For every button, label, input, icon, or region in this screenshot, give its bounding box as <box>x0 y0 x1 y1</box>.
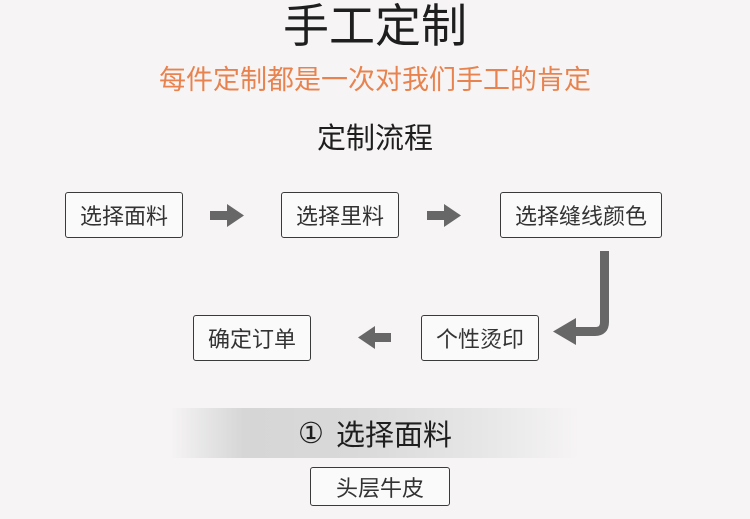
page-subtitle: 每件定制都是一次对我们手工的肯定 <box>159 65 591 96</box>
arrow-right-icon <box>427 204 461 227</box>
arrow-right-icon <box>210 204 244 227</box>
step-name: 选择面料 <box>335 418 452 452</box>
arrow-left-icon <box>358 326 391 349</box>
section-title: 定制流程 <box>316 121 433 155</box>
step-box-custom-embossing: 个性烫印 <box>421 315 539 361</box>
step-box-select-fabric: 选择面料 <box>65 192 183 238</box>
page-title: 手工定制 <box>283 0 467 53</box>
step-box-select-lining: 选择里料 <box>281 192 399 238</box>
step-label: 选择面料 <box>79 205 168 230</box>
step-box-select-thread-color: 选择缝线颜色 <box>500 192 662 238</box>
step-label: 确定订单 <box>207 328 296 353</box>
option-box-material: 头层牛皮 <box>310 467 450 506</box>
step-label: 选择缝线颜色 <box>514 205 647 230</box>
step-label: 个性烫印 <box>435 328 524 353</box>
option-label: 头层牛皮 <box>335 476 424 502</box>
step-box-confirm-order: 确定订单 <box>193 315 311 361</box>
step-number: ① <box>297 416 324 450</box>
step-label: 选择里料 <box>295 205 384 230</box>
elbow-arrow-down-left-icon <box>553 251 609 345</box>
current-step-banner: ① 选择面料 <box>170 408 580 458</box>
